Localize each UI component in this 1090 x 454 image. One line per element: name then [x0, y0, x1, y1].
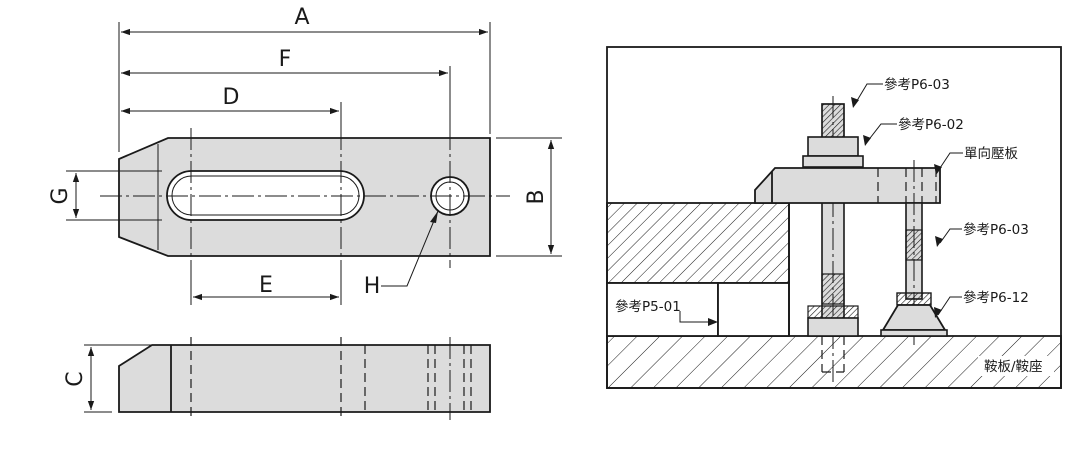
clamp-side-view: [118, 337, 491, 420]
callout-clamp: 單向壓板: [964, 146, 1018, 162]
callout-support-base: 參考P6-12: [963, 290, 1029, 306]
leader-h-arrow: [430, 211, 438, 223]
support-base-foot: [880, 329, 948, 337]
dim-c-label: C: [63, 371, 88, 386]
top-nut: [807, 136, 859, 157]
callout-washer: 參考P6-02: [898, 117, 964, 133]
table-label-bg: [978, 356, 1054, 376]
dimension-lines: [72, 28, 555, 410]
dimension-labels: A F D E H G B C: [48, 5, 549, 387]
left-lower-block: [606, 282, 719, 337]
callout-table: 鞍板/鞍座: [984, 359, 1043, 375]
dim-f-label: F: [279, 47, 292, 72]
callout-leaders: [679, 83, 963, 326]
strap-clamp: [754, 167, 941, 204]
lower-nut: [807, 317, 859, 337]
clamp-side-outline: [118, 344, 491, 413]
support-nut: [896, 292, 932, 306]
callout-support-bolt: 參考P6-03: [963, 222, 1029, 238]
assembly-view: [606, 46, 1062, 389]
extension-lines: [66, 22, 562, 413]
callout-t-bolt: 參考P5-01: [615, 299, 681, 315]
dim-e-label: E: [259, 273, 273, 298]
callout-top-bolt-nut: 參考P6-03: [884, 77, 950, 93]
workpiece: [606, 202, 790, 284]
leader-h: [381, 210, 439, 287]
dim-a-label: A: [294, 5, 309, 30]
spacer-block: [717, 282, 790, 337]
dim-h-label: H: [364, 274, 381, 299]
callout-texts: 參考P6-03 參考P6-02 單向壓板 參考P6-03 參考P6-12 參考P…: [615, 77, 1054, 376]
dim-b-label: B: [524, 189, 549, 204]
lower-nut-knurl: [807, 305, 859, 319]
washer: [802, 155, 864, 168]
dim-d-label: D: [223, 85, 240, 110]
clamp-top-view: [100, 128, 510, 268]
dim-g-label: G: [48, 187, 73, 204]
